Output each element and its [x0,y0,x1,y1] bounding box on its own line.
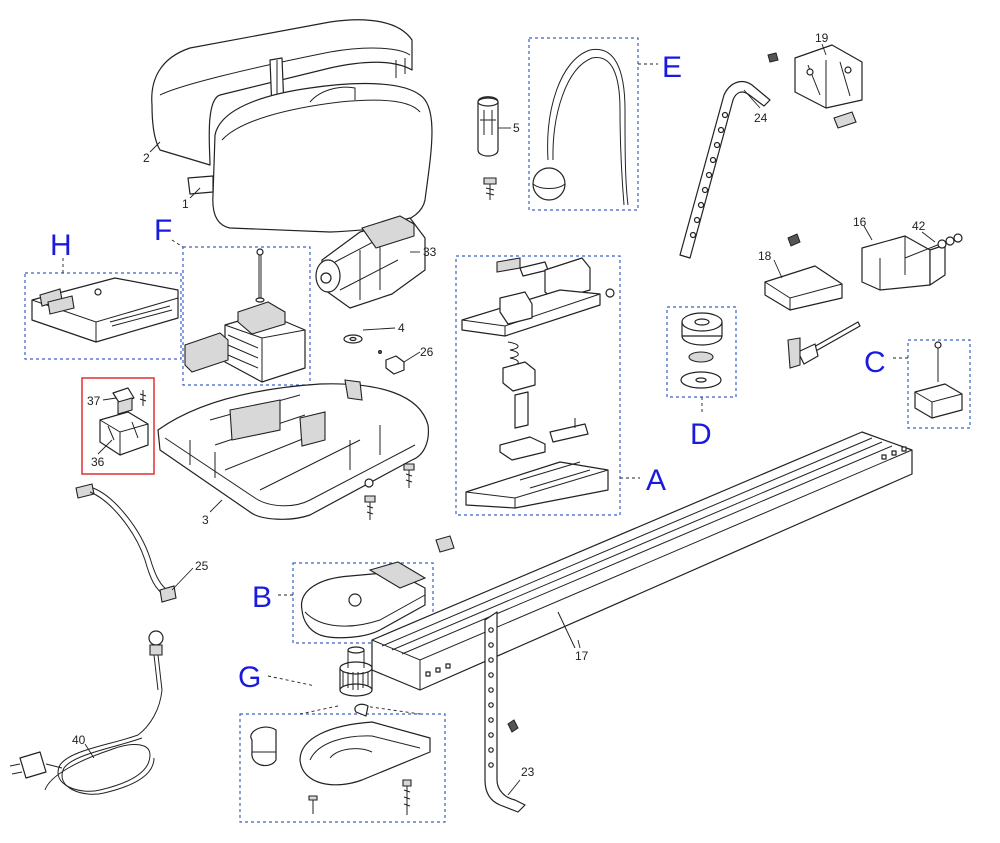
part-number-18: 18 [758,249,772,263]
part-h-board [31,277,179,343]
part-number-23: 23 [521,765,535,779]
part-33-motor [315,215,426,309]
part-25-cable [75,483,177,603]
part-number-19: 19 [815,31,829,45]
group-box-c [907,339,971,429]
part-42-bolt [904,233,963,259]
part-number-5: 5 [513,121,520,135]
part-number-4: 4 [398,321,405,335]
part-3-base [157,379,430,520]
group-boxes [24,37,971,823]
part-number-37: 37 [87,394,101,408]
group-box-h [24,272,182,360]
part-number-25: 25 [195,559,209,573]
part-screw-small [483,177,497,200]
part-long-bolt [787,321,861,369]
part-number-2: 2 [143,151,150,165]
part-number-17: 17 [575,649,589,663]
group-label-leaders [62,63,908,715]
part-c-bracket [914,341,963,419]
part-number-40: 40 [72,733,86,747]
part-19-bracket [794,44,863,129]
part-23-hanger [484,611,526,813]
part-17-rail [371,431,913,691]
group-box-d [666,306,737,398]
part-40-power-cord [9,630,164,795]
group-label-d: D [690,418,712,451]
part-g-drive [250,646,431,815]
group-box-a [455,255,621,516]
part-26-block [385,355,405,375]
group-label-f: F [154,214,172,247]
part-b-endcap [301,561,427,639]
group-label-e: E [662,51,682,84]
part-number-1: 1 [182,197,189,211]
group-box-e [528,37,639,211]
leader-lines [84,43,936,796]
part-number-16: 16 [853,215,867,229]
part-16-bracket [861,235,946,291]
part-d-gears [680,312,723,389]
part-5-coupler [477,96,499,157]
group-label-a: A [646,464,666,497]
group-label-b: B [252,581,272,614]
part-number-36: 36 [91,455,105,469]
part-24-bracket [679,52,779,259]
part-number-33: 33 [423,245,437,259]
part-number-26: 26 [420,345,434,359]
part-e-cable [532,48,629,206]
highlight-box-36-37 [81,377,155,475]
part-number-24: 24 [754,111,768,125]
part-screws-base [364,463,455,553]
group-labels: E F H A D C B G [50,51,886,694]
group-label-g: G [238,661,261,694]
part-numbers: 2 1 3 4 5 16 17 18 19 23 24 25 26 33 36 … [72,31,926,779]
part-4-washer [343,334,382,354]
part-number-42: 42 [912,219,926,233]
part-f-transformer [184,248,306,383]
group-box-b [292,562,434,644]
group-label-c: C [864,346,886,379]
group-label-h: H [50,229,72,262]
part-18-plate [764,233,843,311]
part-number-3: 3 [202,513,209,527]
housing-base [187,82,433,233]
part-a-carriage [461,257,615,509]
part-36-37-module [99,387,149,456]
group-box-g [239,713,446,823]
